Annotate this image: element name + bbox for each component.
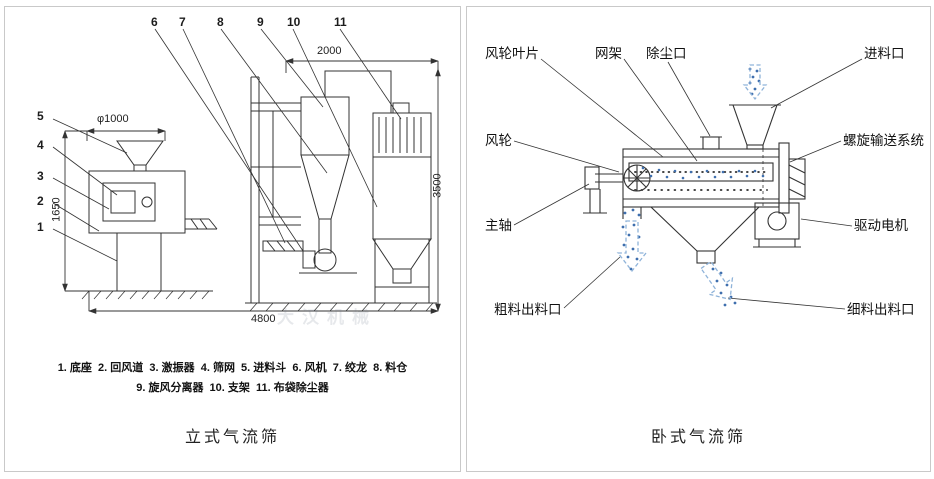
label-dust-port: 除尘口 bbox=[646, 46, 687, 61]
dim-left-height: 1650 bbox=[50, 197, 63, 222]
material-particles bbox=[621, 67, 765, 307]
dim-top-width: 2000 bbox=[317, 45, 342, 57]
label-mesh-frame: 网架 bbox=[595, 46, 622, 61]
label-coarse-outlet: 粗料出料口 bbox=[494, 302, 562, 317]
dimension-lines bbox=[62, 58, 441, 314]
label-drive-motor: 驱动电机 bbox=[854, 218, 908, 233]
ground-lines bbox=[81, 290, 437, 312]
horizontal-sieve-title: 卧式气流筛 bbox=[650, 429, 746, 446]
machine-outline bbox=[583, 104, 806, 264]
machine-outline bbox=[88, 70, 432, 303]
label-main-shaft: 主轴 bbox=[485, 218, 512, 233]
legend-line-1: 1. 底座 2. 回风道 3. 激振器 4. 筛网 5. 进料斗 6. 风机 7… bbox=[57, 362, 408, 374]
label-fine-outlet: 细料出料口 bbox=[847, 302, 915, 317]
vertical-sieve-title: 立式气流筛 bbox=[184, 429, 280, 446]
horizontal-sieve-drawing bbox=[513, 58, 863, 310]
flow-arrows bbox=[616, 64, 768, 301]
fine-flow-arrow-icon bbox=[700, 260, 734, 301]
callout-bin: 8 bbox=[217, 15, 224, 29]
callout-vibrator: 3 bbox=[37, 169, 44, 183]
coarse-flow-arrow-icon bbox=[616, 220, 648, 273]
feed-flow-arrow-icon bbox=[742, 64, 768, 101]
legend-line-2: 9. 旋风分离器 10. 支架 11. 布袋除尘器 bbox=[136, 382, 329, 394]
callout-fan: 6 bbox=[151, 15, 158, 29]
callout-air-duct: 2 bbox=[37, 194, 44, 208]
callout-auger: 7 bbox=[179, 15, 186, 29]
label-feed-inlet: 进料口 bbox=[864, 46, 905, 61]
vertical-sieve-panel: 6 7 8 9 10 11 5 4 3 2 1 φ1000 2000 3500 … bbox=[4, 6, 461, 472]
callout-cyclone: 9 bbox=[257, 15, 264, 29]
label-wheel-blades: 风轮叶片 bbox=[485, 46, 539, 61]
label-wind-wheel: 风轮 bbox=[485, 133, 512, 148]
dim-hopper-diameter: φ1000 bbox=[97, 113, 129, 125]
horizontal-sieve-panel: 风轮叶片 网架 除尘口 进料口 风轮 螺旋输送系统 主轴 驱动电机 粗料出料口 … bbox=[466, 6, 931, 472]
callout-hopper: 5 bbox=[37, 109, 44, 123]
dim-bottom-width: 4800 bbox=[251, 313, 276, 325]
callout-base: 1 bbox=[37, 220, 44, 234]
screen-mesh-dots bbox=[634, 171, 768, 191]
label-leaders bbox=[513, 58, 863, 310]
watermark: 大汉机械 bbox=[277, 308, 377, 327]
vertical-sieve-drawing bbox=[52, 28, 441, 314]
label-screw-conveyor: 螺旋输送系统 bbox=[843, 133, 924, 148]
dim-right-height: 3500 bbox=[431, 173, 444, 198]
callout-bag-filter: 11 bbox=[334, 15, 347, 29]
callout-leaders bbox=[52, 28, 402, 262]
callout-frame: 10 bbox=[287, 15, 301, 29]
callout-screen: 4 bbox=[37, 138, 44, 152]
